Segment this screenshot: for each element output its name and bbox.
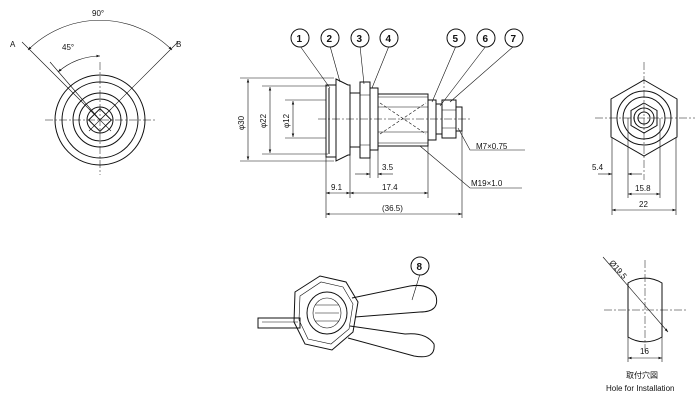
callout-3: 3 xyxy=(350,28,370,48)
dim-17-4: 17.4 xyxy=(382,183,398,192)
svg-text:7: 7 xyxy=(511,34,517,45)
svg-text:6: 6 xyxy=(483,34,489,45)
svg-text:2: 2 xyxy=(327,34,333,45)
dim-total: (36.5) xyxy=(382,204,403,213)
svg-text:5: 5 xyxy=(453,34,459,45)
dim-5-4: 5.4 xyxy=(592,163,604,172)
svg-text:1: 1 xyxy=(297,34,303,45)
dim-phi19-5: Ø19.5 xyxy=(607,258,628,281)
callout-5: 5 xyxy=(446,28,466,48)
installation-hole: Ø19.5 16 取付穴図 Hole for Installation xyxy=(602,256,688,393)
dim-15-8: 15.8 xyxy=(635,184,651,193)
dim-16: 16 xyxy=(640,347,649,356)
hole-title-en: Hole for Installation xyxy=(606,384,674,393)
dim-m7: M7×0.75 xyxy=(476,142,508,151)
rear-view: 5.4 15.8 22 xyxy=(592,62,695,215)
dim-m19: M19×1.0 xyxy=(471,179,503,188)
dim-phi22: φ22 xyxy=(259,113,268,128)
side-view: φ30 φ22 φ12 M7×0.75 M19×1.0 3.5 9.1 17.4… xyxy=(237,28,525,218)
angle-45-label: 45° xyxy=(62,43,74,52)
callout-4: 4 xyxy=(379,28,399,48)
dim-9-1: 9.1 xyxy=(331,183,343,192)
callout-1: 1 xyxy=(290,28,310,48)
hole-title-jp: 取付穴図 xyxy=(626,370,658,380)
key-drawing: 8 xyxy=(257,256,438,358)
svg-text:3: 3 xyxy=(357,34,363,45)
svg-text:4: 4 xyxy=(386,34,392,45)
dim-phi30: φ30 xyxy=(237,115,246,130)
svg-text:8: 8 xyxy=(417,262,423,273)
front-view: 90° 45° A B xyxy=(10,9,181,175)
angle-90-label: 90° xyxy=(92,9,104,18)
dim-22: 22 xyxy=(639,200,648,209)
label-a: A xyxy=(10,40,16,49)
callout-7: 7 xyxy=(504,28,524,48)
label-b: B xyxy=(176,40,181,49)
dim-phi12: φ12 xyxy=(282,113,291,128)
callout-2: 2 xyxy=(320,28,340,48)
callout-8: 8 xyxy=(410,256,430,276)
callout-6: 6 xyxy=(476,28,496,48)
dim-3-5: 3.5 xyxy=(382,163,394,172)
